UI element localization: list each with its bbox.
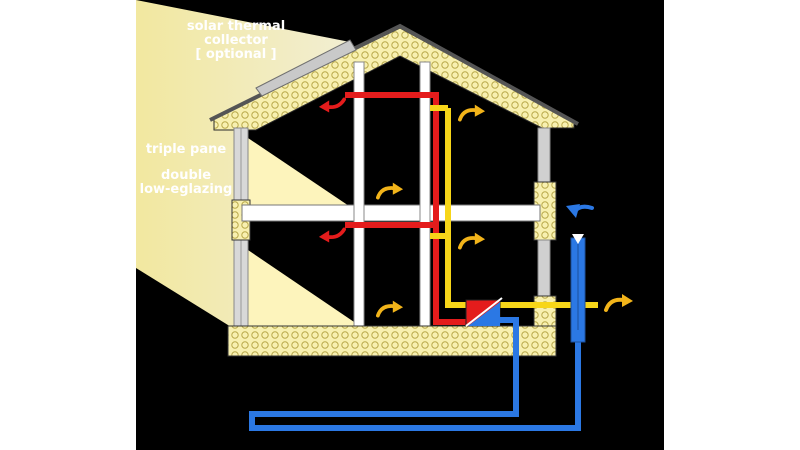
label-triple-pane: triple pane (146, 142, 227, 157)
label-solar-line-2: collector (204, 33, 268, 48)
fresh-air-duct (445, 108, 598, 308)
air-intake-icon (572, 234, 584, 244)
shaft-left (353, 61, 365, 328)
curved-arrow-icon (566, 204, 594, 218)
shaft-right (419, 61, 431, 328)
label-low-eglazing: low-eglazing (140, 182, 233, 197)
label-double: double (161, 168, 211, 183)
label-solar-line-3: [ optional ] (195, 47, 276, 62)
floor-slab (241, 204, 541, 222)
sun-wedge-upper (248, 138, 355, 210)
solar-collector (255, 39, 357, 97)
right-window-upper (537, 127, 551, 189)
foundation-insulation (227, 325, 557, 357)
exhaust-duct (345, 92, 470, 325)
label-solar-line-1: solar thermal (187, 19, 285, 34)
right-window-lower (537, 239, 551, 299)
outdoor-air-duct (249, 240, 581, 431)
sun-wedge-lower (248, 250, 360, 326)
